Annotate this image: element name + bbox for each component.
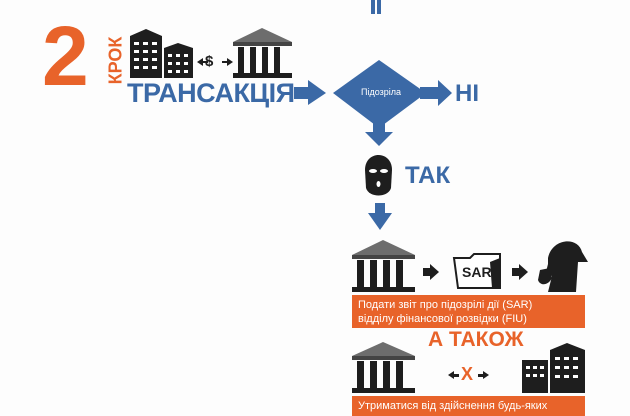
bank-icon (233, 28, 292, 78)
step-number: 2 (42, 9, 89, 103)
step-word: КРОК (105, 36, 126, 85)
arrow-right-icon (423, 264, 528, 280)
sar-label: SAR (462, 264, 492, 280)
refrain-box: Утриматися від здійснення будь-яких (352, 396, 585, 416)
bank-icon (352, 342, 415, 393)
decision-yes: ТАК (405, 162, 451, 189)
blocked-arrows-icon (448, 371, 489, 379)
balaclava-icon (365, 155, 392, 196)
report-text-line: відділу фінансової розвідки (FIU) (358, 313, 527, 325)
transaction-label: ТРАНСАКЦІЯ (127, 78, 295, 108)
money-symbol: $ (205, 53, 214, 70)
arrow-right-icon (294, 80, 326, 105)
detective-icon (538, 241, 588, 292)
refrain-text: Утриматися від здійснення будь-яких (358, 400, 548, 412)
report-box: Подати звіт про підозрілі дії (SAR) відд… (352, 295, 585, 328)
sar-folder-icon (452, 253, 501, 289)
exchange-arrows-icon (197, 58, 233, 66)
buildings-icon (130, 29, 193, 78)
top-connector (371, 0, 381, 14)
also-label: А ТАКОЖ (428, 328, 524, 351)
bank-icon (352, 240, 415, 292)
decision-label: Підозріла (360, 87, 401, 97)
arrow-down-icon (368, 203, 392, 230)
report-text-line: Подати звіт про підозрілі дії (SAR) (358, 299, 533, 311)
decision-diamond (333, 60, 452, 146)
decision-no: НІ (455, 80, 479, 107)
block-symbol: X (461, 364, 474, 384)
